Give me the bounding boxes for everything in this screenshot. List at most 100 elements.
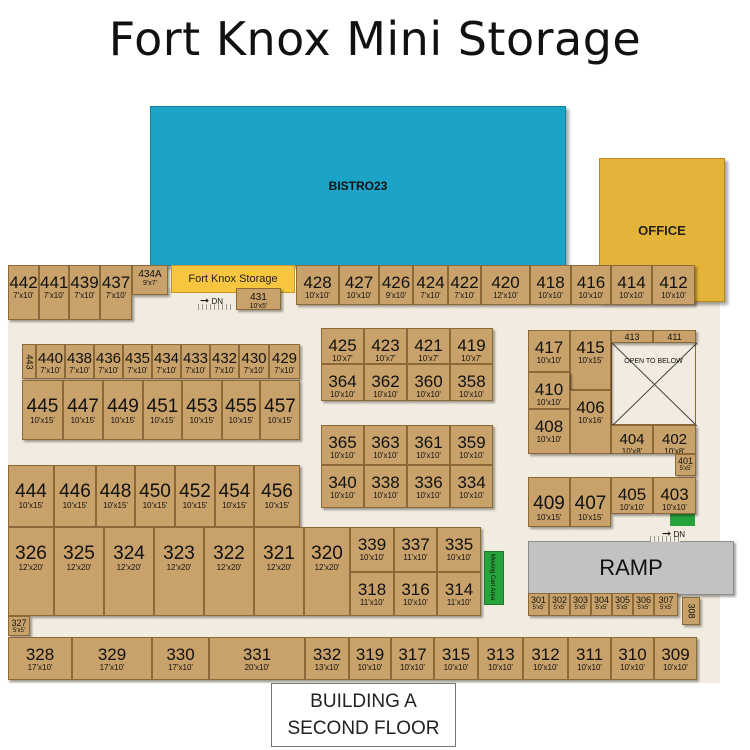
storage-unit-413[interactable]: 413(10'x10') (611, 330, 653, 343)
storage-unit-443[interactable]: 443 (22, 344, 36, 379)
storage-unit-411[interactable]: 411(12'x10') (653, 330, 696, 343)
